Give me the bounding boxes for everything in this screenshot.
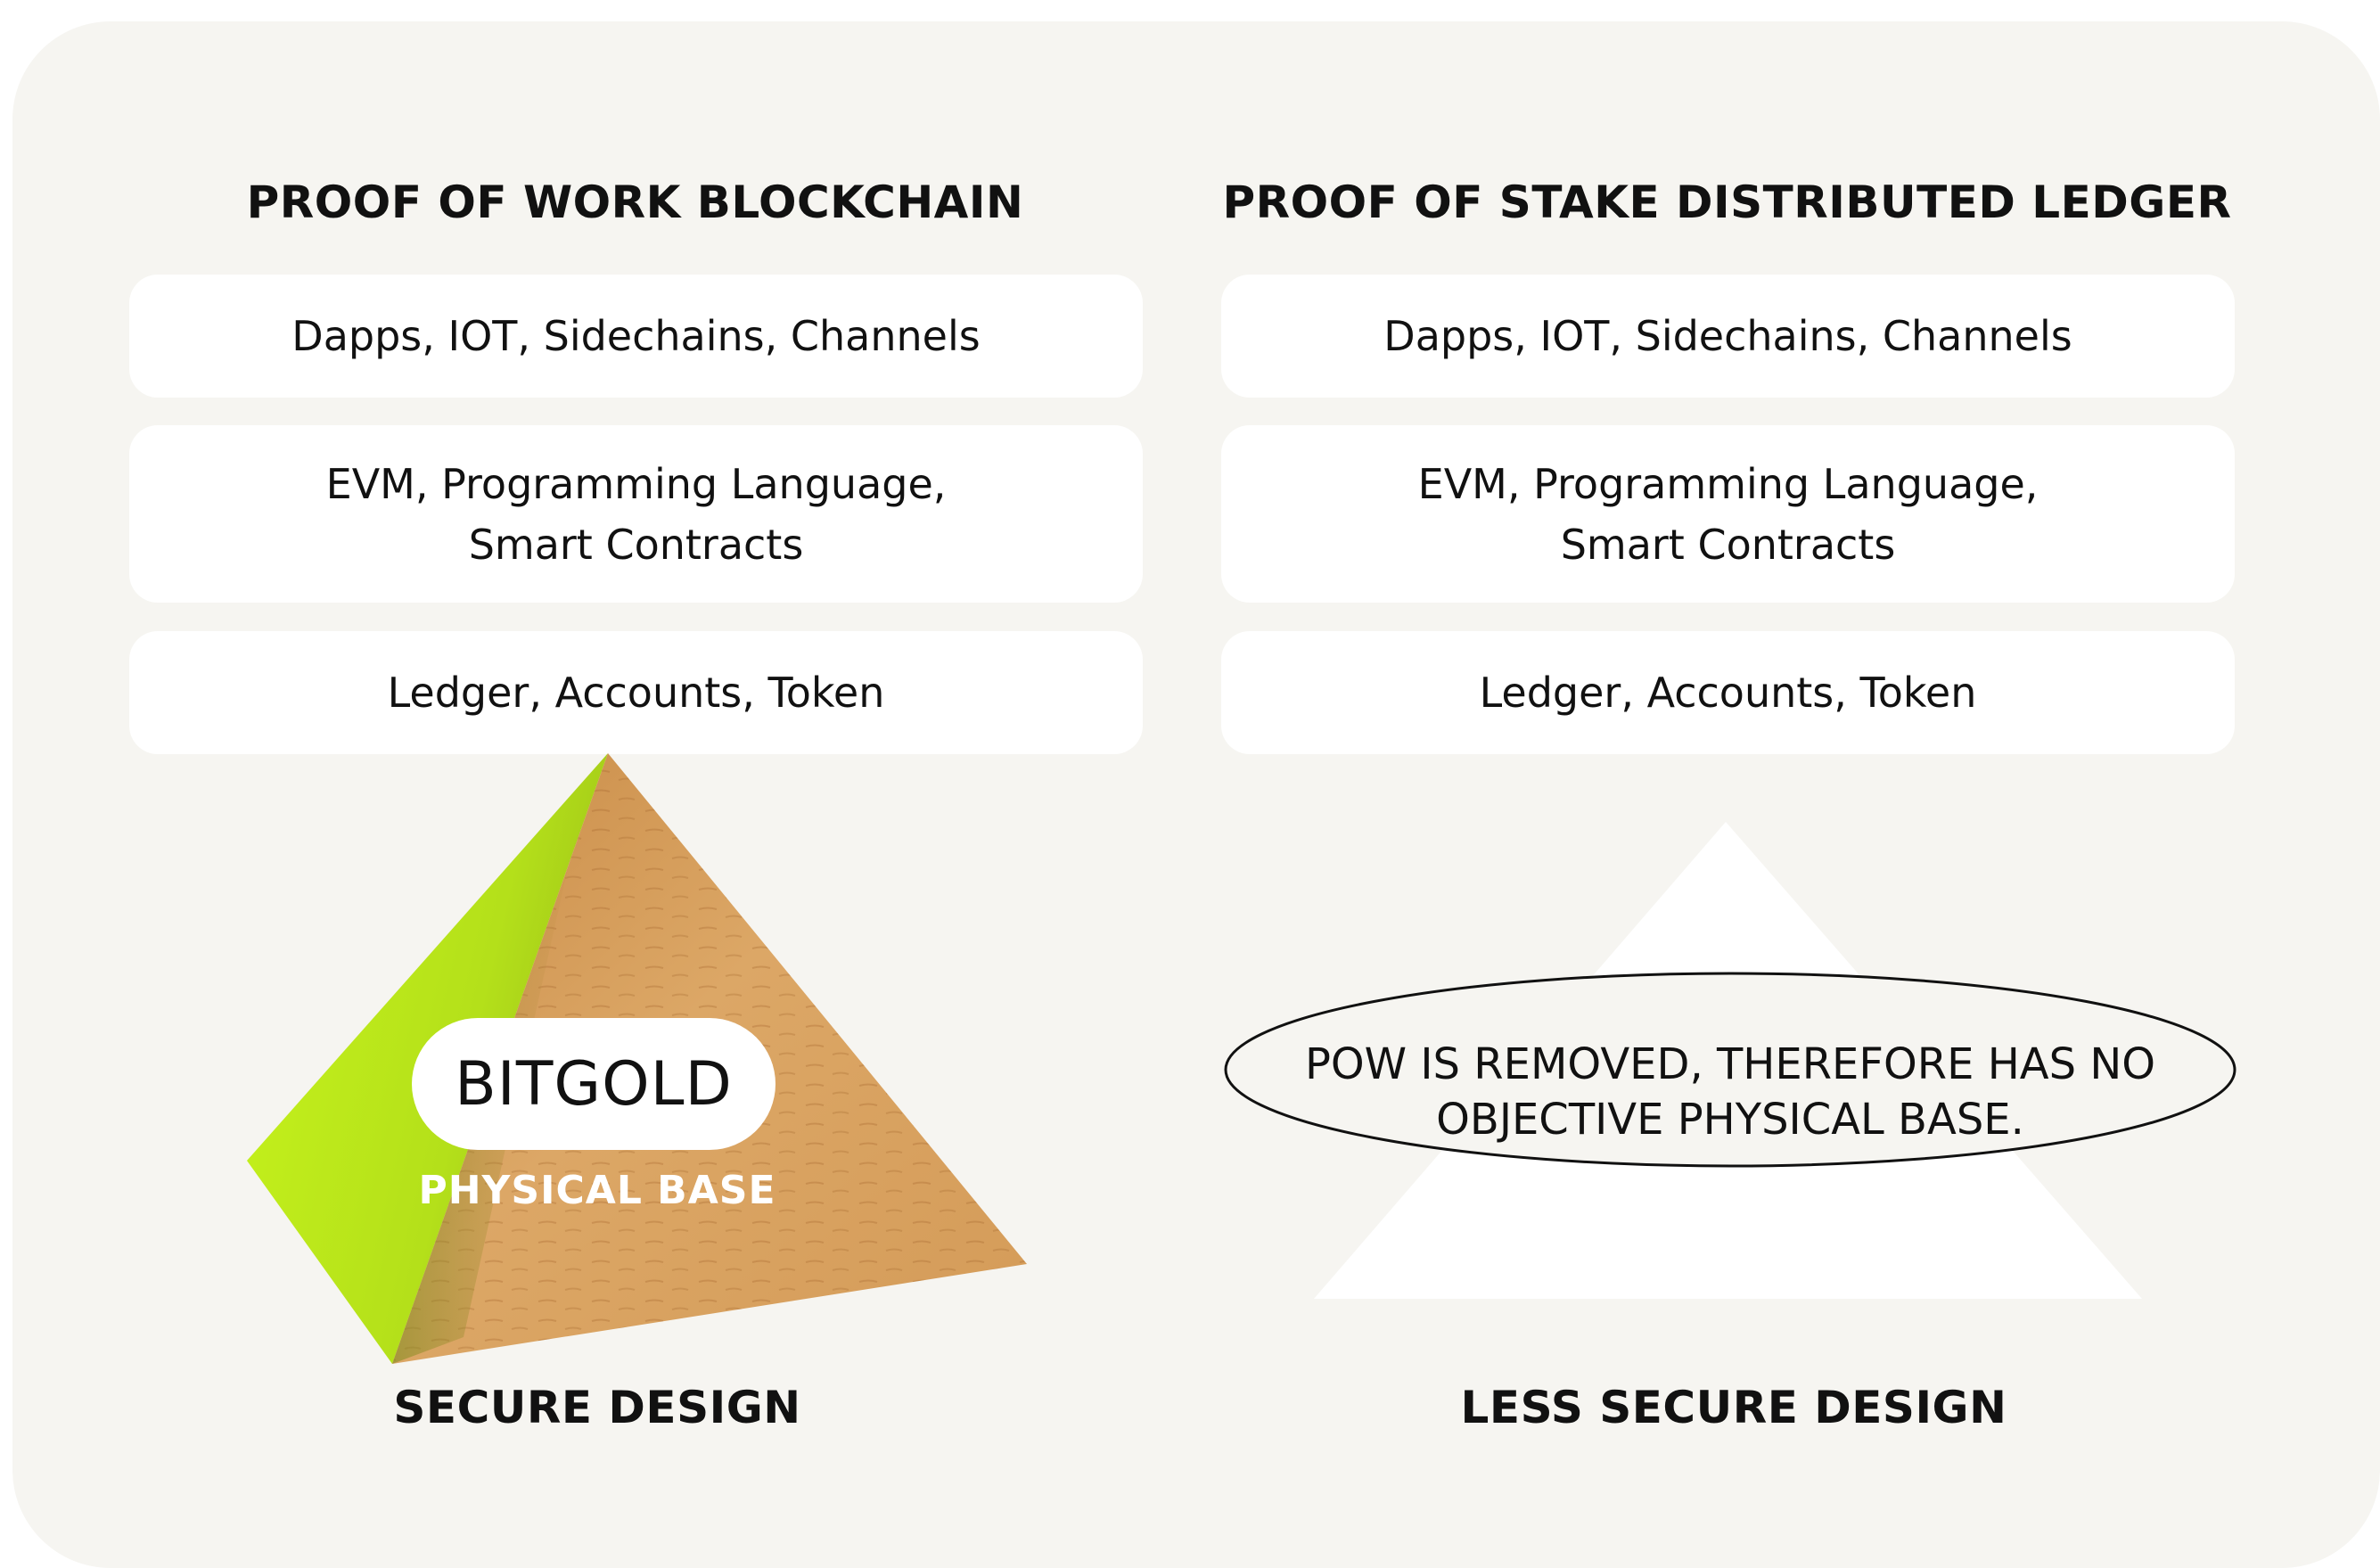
pow-layer-execution-line2: Smart Contracts [468, 520, 804, 569]
pow-removed-note: POW IS REMOVED, THEREFORE HAS NO OBJECTI… [1227, 1016, 2234, 1168]
secure-design-label: SECURE DESIGN [393, 1382, 801, 1433]
pow-removed-note-line2: OBJECTIVE PHYSICAL BASE. [1436, 1095, 2024, 1145]
pow-layer-ledger-text: Ledger, Accounts, Token [387, 669, 885, 717]
bitgold-label: BITGOLD [455, 1048, 733, 1120]
note-ellipse [1224, 972, 2236, 1168]
pos-layer-apps-text: Dapps, IOT, Sidechains, Channels [1383, 312, 2072, 360]
pow-removed-note-line1: POW IS REMOVED, THEREFORE HAS NO [1304, 1039, 2156, 1089]
pos-layer-apps: Dapps, IOT, Sidechains, Channels [1221, 275, 2235, 398]
less-secure-design-label: LESS SECURE DESIGN [1460, 1382, 2007, 1433]
pow-layer-ledger: Ledger, Accounts, Token [129, 631, 1143, 754]
pos-layer-execution-line2: Smart Contracts [1560, 520, 1896, 569]
pow-layer-execution-line1: EVM, Programming Language, [325, 459, 947, 508]
pos-layer-ledger: Ledger, Accounts, Token [1221, 631, 2235, 754]
pos-layer-execution: EVM, Programming Language, Smart Contrac… [1221, 425, 2235, 603]
physical-base-caption: PHYSICAL BASE [418, 1168, 776, 1213]
pow-layer-apps-text: Dapps, IOT, Sidechains, Channels [291, 312, 981, 360]
bitgold-pill: BITGOLD [412, 1018, 776, 1150]
pos-column-title: PROOF OF STAKE DISTRIBUTED LEDGER [1222, 177, 2232, 228]
pow-layer-apps: Dapps, IOT, Sidechains, Channels [129, 275, 1143, 398]
pow-layer-execution: EVM, Programming Language, Smart Contrac… [129, 425, 1143, 603]
pos-layer-execution-line1: EVM, Programming Language, [1417, 459, 2039, 508]
pos-layer-ledger-text: Ledger, Accounts, Token [1479, 669, 1977, 717]
pow-column-title: PROOF OF WORK BLOCKCHAIN [246, 177, 1024, 228]
